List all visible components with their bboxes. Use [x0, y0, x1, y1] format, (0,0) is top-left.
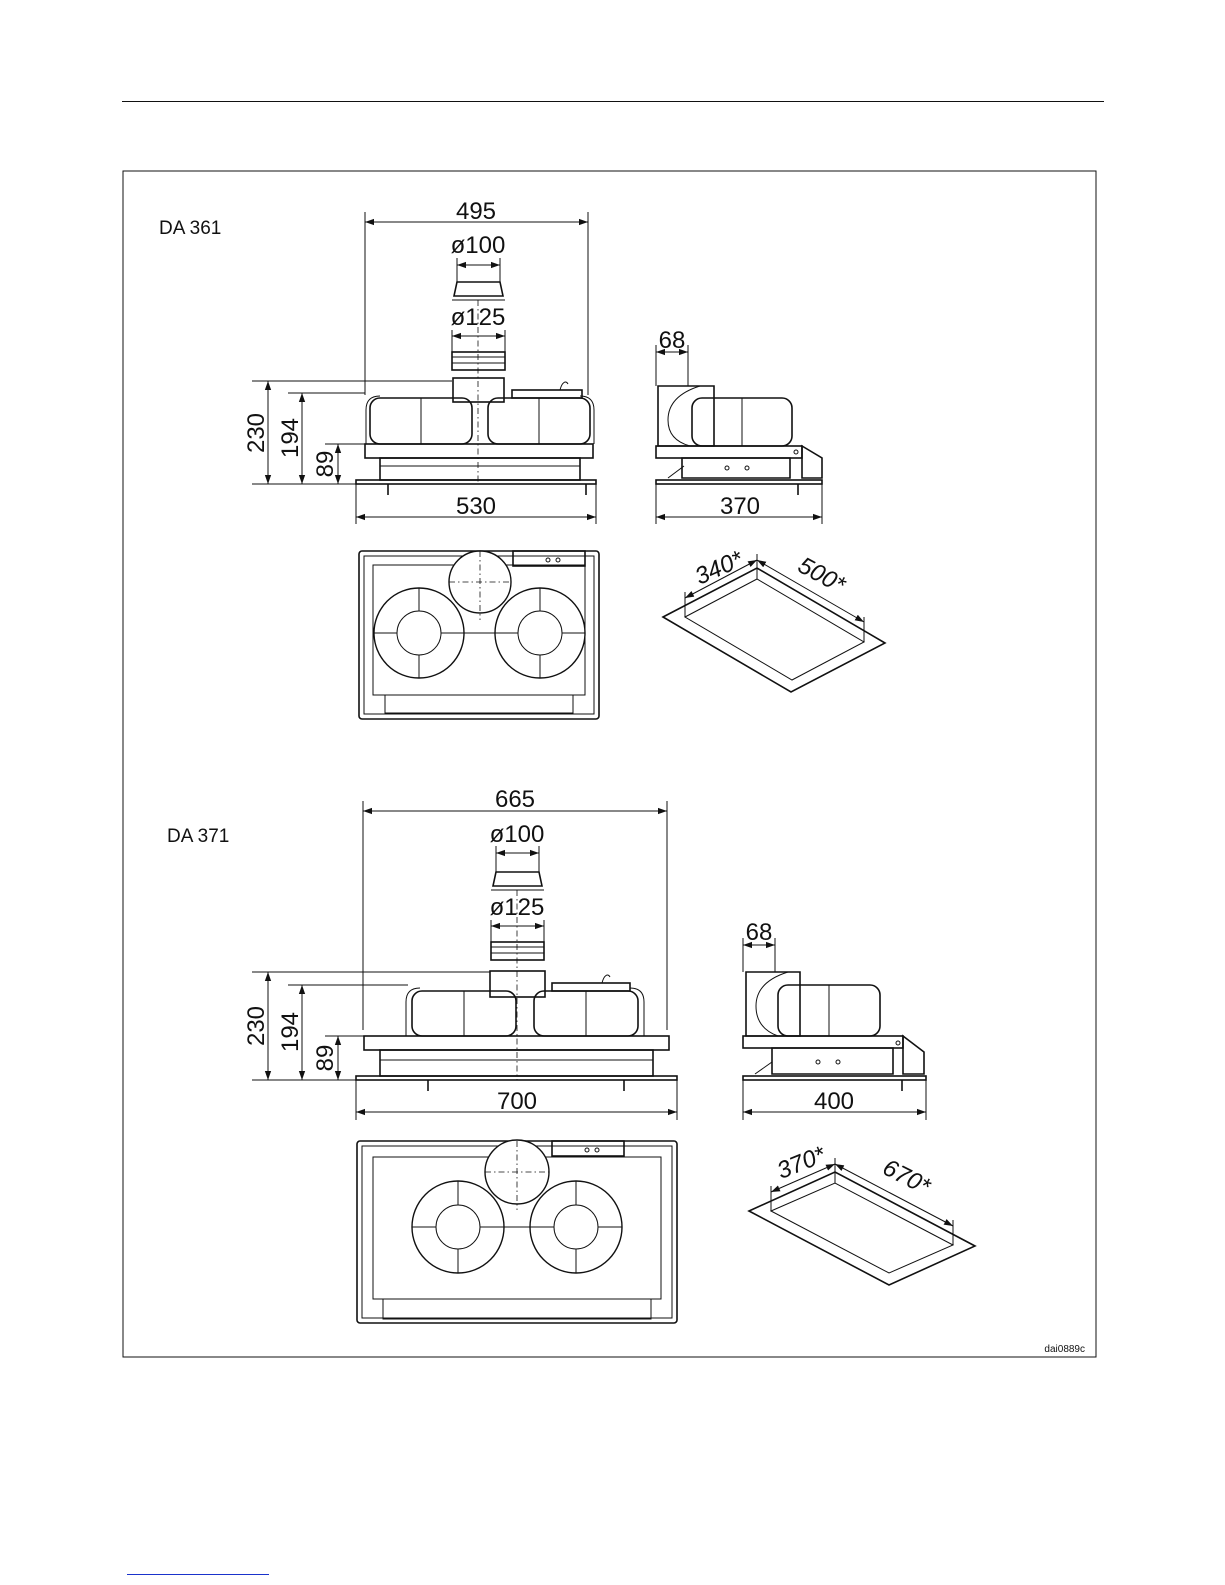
top-view-da361 [359, 551, 599, 719]
dim-front-width-da361: 495 [456, 198, 496, 225]
dim-side-depth-da361: 370 [720, 493, 760, 520]
cutout-view-da361: 340* 500* [663, 546, 885, 692]
dim-height-body-da361: 194 [277, 418, 304, 458]
dim-outlet-small-da371: ø100 [490, 821, 545, 848]
drawing-frame [123, 171, 1096, 1357]
dim-side-offset-da361: 68 [659, 327, 686, 354]
dim-cutout-length-da361: 500* [793, 552, 850, 599]
dim-height-frame-da361: 89 [312, 451, 339, 478]
side-view-da361: 68 370 [656, 327, 822, 524]
dim-height-frame-da371: 89 [312, 1045, 339, 1072]
model-label-da371: DA 371 [167, 826, 229, 847]
dim-outlet-small-da361: ø100 [451, 232, 506, 259]
front-view-da371: 665 ø100 ø125 230 [243, 786, 677, 1120]
model-label-da361: DA 361 [159, 218, 221, 239]
front-view-da361: 495 ø100 ø125 [243, 198, 596, 524]
cutout-view-da371: 370* 670* [749, 1141, 975, 1285]
drawing-reference: dai0889c [1044, 1344, 1085, 1355]
dim-cutout-length-da371: 670* [878, 1154, 935, 1201]
side-view-da371: 68 400 [743, 919, 926, 1120]
dim-frame-width-da371: 700 [497, 1088, 537, 1115]
dim-front-width-da371: 665 [495, 786, 535, 813]
dim-height-total-da361: 230 [243, 413, 270, 453]
top-view-da371 [357, 1140, 677, 1323]
dim-side-offset-da371: 68 [746, 919, 773, 946]
dim-cutout-width-da361: 340* [691, 546, 748, 591]
dim-height-body-da371: 194 [277, 1012, 304, 1052]
dim-side-depth-da371: 400 [814, 1088, 854, 1115]
footer-link-rule [127, 1574, 269, 1575]
dim-height-total-da371: 230 [243, 1006, 270, 1046]
dim-frame-width-da361: 530 [456, 493, 496, 520]
